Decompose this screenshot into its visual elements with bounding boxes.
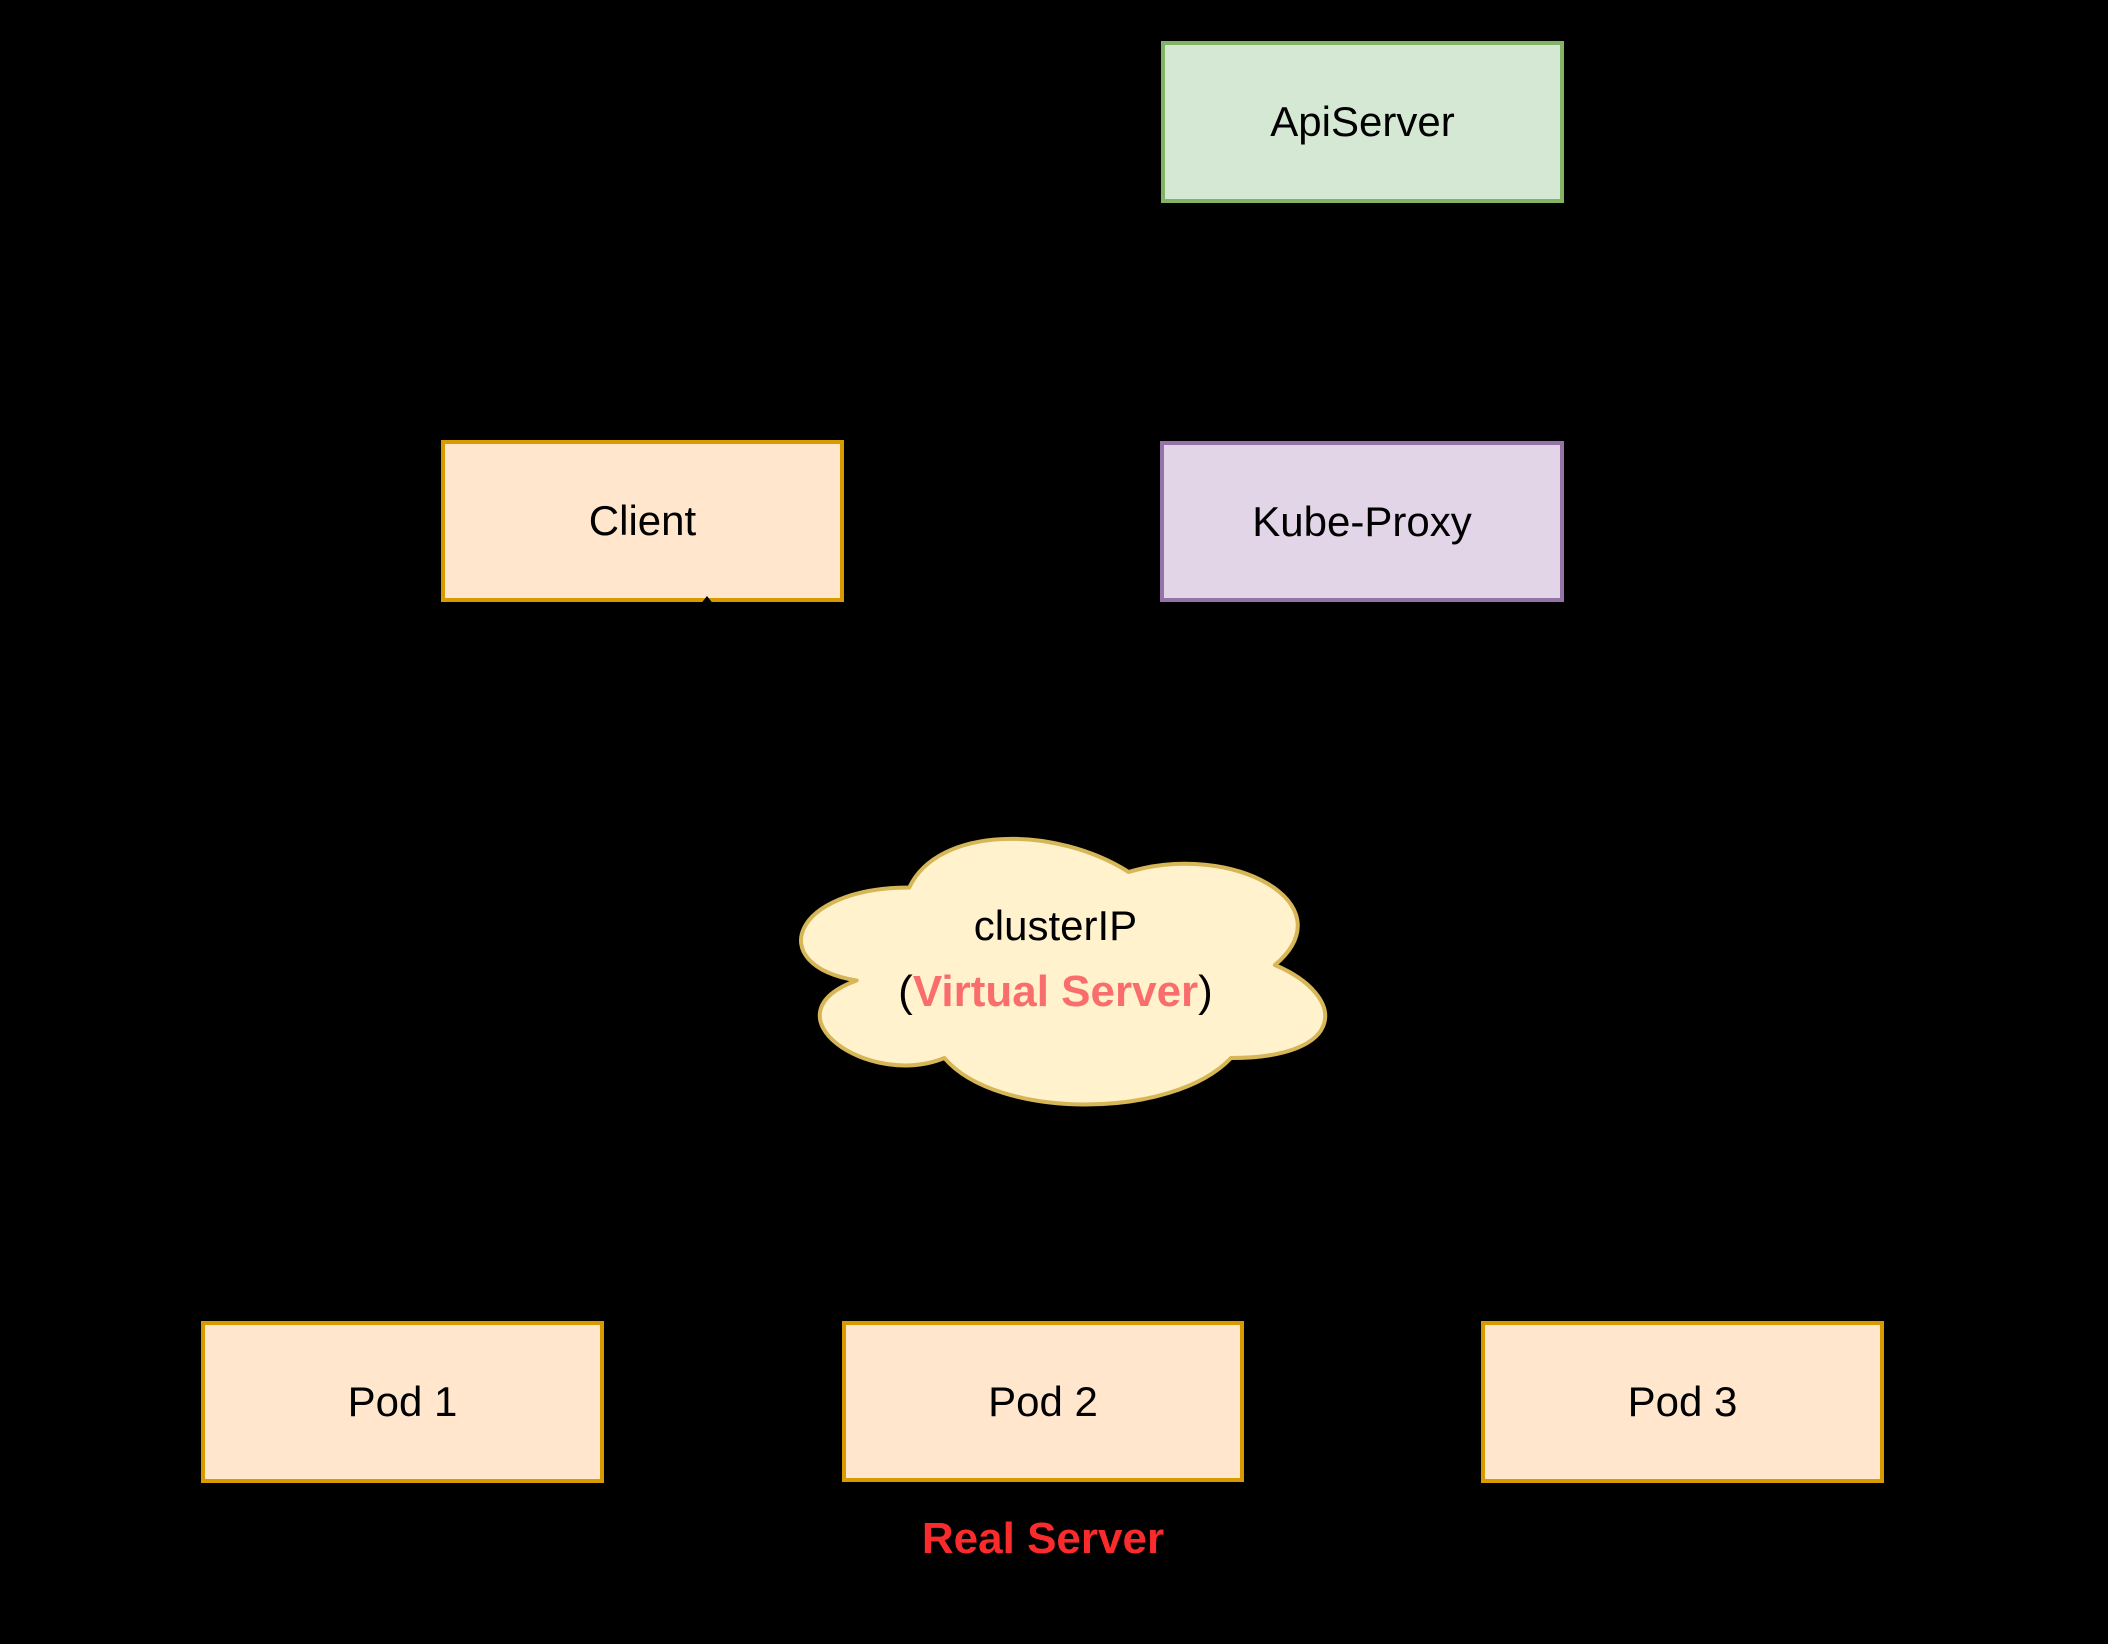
- node-apiserver-label: ApiServer: [1270, 98, 1455, 145]
- node-pod-2-label: Pod 2: [988, 1377, 1098, 1425]
- cloud-path: [799, 836, 1327, 1107]
- node-pod-3-label: Pod 3: [1627, 1378, 1738, 1425]
- paren-close: ): [1198, 967, 1213, 1016]
- node-kube-proxy: Kube-Proxy: [1160, 441, 1564, 602]
- node-kube-proxy-label: Kube-Proxy: [1252, 497, 1472, 545]
- node-apiserver: ApiServer: [1161, 41, 1564, 203]
- cluster-ip-cloud-label: clusterIP (Virtual Server): [763, 893, 1348, 1025]
- node-client: Client: [441, 440, 844, 602]
- real-server-label: Real Server: [921, 1514, 1165, 1563]
- paren-open: (: [898, 967, 913, 1016]
- node-client-label: Client: [588, 497, 697, 544]
- cluster-ip-cloud-shape: [799, 836, 1327, 1107]
- node-pod-3: Pod 3: [1481, 1321, 1884, 1483]
- node-pod-1: Pod 1: [201, 1321, 604, 1483]
- node-pod-2: Pod 2: [842, 1321, 1244, 1482]
- node-pod-1-label: Pod 1: [347, 1378, 458, 1425]
- arrowhead-marker: [696, 596, 718, 610]
- cluster-ip-text: clusterIP: [973, 902, 1138, 949]
- virtual-server-highlight: Virtual Server: [912, 967, 1199, 1016]
- virtual-server-text: (Virtual Server): [763, 959, 1348, 1025]
